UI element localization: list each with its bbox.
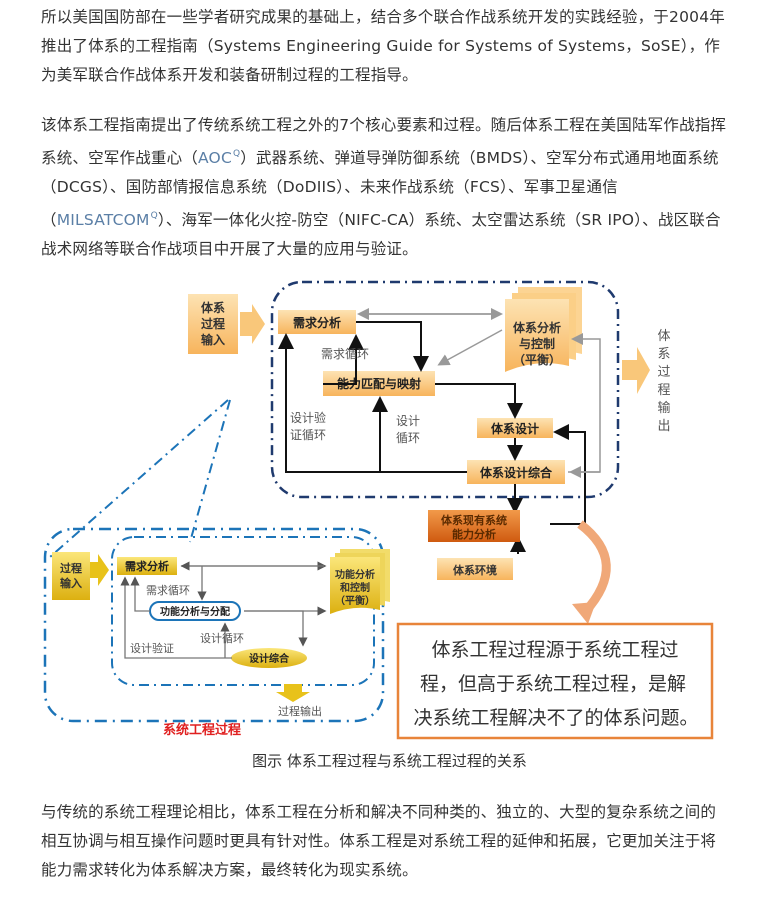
se-input-arrow-icon [90, 554, 109, 586]
link-milsatcom-label[interactable]: MILSATCOM [56, 211, 150, 229]
se-output-arrow-icon [276, 684, 310, 702]
sos-req-loop-label: 需求循环 [321, 347, 369, 361]
sos-se-relationship-figure: 体系 过程 输入 需求分析 能力匹配与映射 体系设计 体系设计综合 体系分析 与… [43, 280, 714, 740]
sos-input-line: 过程 [201, 316, 225, 331]
sos-existing-capability-box: 体系现有系统 能力分析 [428, 510, 520, 542]
se-input-line: 过程 [60, 561, 82, 575]
paragraph-comparison: 与传统的系统工程理论相比，体系工程在分析和解决不同种类的、独立的、大型的复杂系统… [41, 803, 717, 879]
se-title: 系统工程过程 [163, 722, 241, 738]
callout-line: 体系工程过程源于系统工程过 [431, 639, 678, 661]
callout-line: 程，但高于系统工程过程，是解 [420, 673, 686, 695]
search-icon[interactable]: 𝖰 [232, 149, 241, 159]
sos-design-loop-label: 循环 [396, 431, 420, 445]
sos-input-line: 体系 [201, 300, 225, 315]
sos-design-verify-loop-label: 证循环 [290, 428, 326, 442]
link-aoc-label[interactable]: AOC [198, 149, 232, 167]
sos-existing-capability-line: 体系现有系统 [441, 513, 507, 527]
sos-existing-capability-line: 能力分析 [452, 527, 496, 541]
sos-analysis-control-doc: 体系分析 与控制 （平衡） [505, 287, 582, 372]
se-inner-frame [111, 536, 375, 686]
sos-input-line: 输入 [201, 332, 225, 347]
se-analysis-control-line: 功能分析 [335, 568, 375, 581]
se-req-loop-label: 需求循环 [146, 584, 190, 597]
sos-design-verify-loop-label: 设计验 [290, 410, 326, 425]
zoom-connector [189, 399, 231, 543]
se-req-analysis-box: 需求分析 [117, 557, 177, 575]
curved-arrow-head-icon [572, 602, 596, 624]
sos-analysis-control-line: 与控制 [519, 336, 555, 351]
se-function-analysis-label: 功能分析与分配 [160, 605, 230, 618]
se-output-label: 过程输出 [278, 704, 322, 718]
sos-environment-box: 体系环境 [437, 558, 513, 580]
sos-output-label: 体 系 过 程 输 出 [657, 329, 670, 434]
sos-design-synthesis-box: 体系设计综合 [467, 460, 565, 484]
sos-environment-label: 体系环境 [453, 563, 497, 577]
sos-req-analysis-label: 需求分析 [293, 315, 341, 330]
se-analysis-control-line: 和控制 [339, 581, 370, 594]
sos-output-arrow-icon [622, 347, 650, 394]
callout-line: 决系统工程解决不了的体系问题。 [413, 707, 698, 729]
se-design-loop-label: 设计循环 [200, 632, 244, 645]
sos-output-char: 体 [657, 329, 670, 344]
se-req-analysis-label: 需求分析 [125, 559, 169, 573]
paragraph-sose-guide: 所以美国国防部在一些学者研究成果的基础上，结合多个联合作战系统开发的实践经验，于… [41, 8, 725, 84]
paragraph-text: 该体系工程指南提出了传统系统工程之外的7个核心要素和过程。随后体系工程在美国陆军… [41, 116, 727, 167]
sos-design-box: 体系设计 [477, 418, 553, 438]
sos-flow-arrows [278, 308, 601, 554]
link-aoc[interactable]: AOC𝖰 [198, 149, 240, 167]
se-design-verify-label: 设计验证 [130, 641, 174, 655]
se-flow-arrows [120, 561, 327, 659]
figure-caption: 图示 体系工程过程与系统工程过程的关系 [252, 752, 527, 770]
sos-design-synthesis-label: 体系设计综合 [480, 465, 553, 480]
se-analysis-control-line: （平衡） [335, 594, 375, 607]
sos-output-char: 输 [657, 400, 670, 416]
paragraph-core-elements: 该体系工程指南提出了传统系统工程之外的7个核心要素和过程。随后体系工程在美国陆军… [41, 111, 731, 264]
se-function-analysis-box: 功能分析与分配 [149, 601, 241, 621]
sos-req-analysis-box: 需求分析 [278, 310, 356, 334]
link-milsatcom[interactable]: MILSATCOM𝖰 [57, 211, 158, 229]
curved-arrow-icon [577, 520, 611, 616]
paragraph-text: ）、海军一体化火控-防空（NIFC-CA）系统、太空雷达系统（SR IPO）、战… [41, 211, 721, 258]
se-outer-frame [43, 527, 385, 723]
paragraph-text: ）武器系统、弹道导弹防御系统（BMDS）、空军分布式通用地面系统（DCGS）、国… [41, 149, 719, 229]
sos-design-label: 体系设计 [491, 421, 539, 436]
sos-design-loop-label: 设计 [396, 414, 420, 428]
sos-capability-mapping-label: 能力匹配与映射 [337, 376, 421, 391]
se-input-line: 输入 [60, 576, 82, 590]
sos-output-char: 过 [657, 365, 670, 380]
callout-box: 体系工程过程源于系统工程过 程，但高于系统工程过程，是解 决系统工程解决不了的体… [396, 622, 714, 740]
zoom-connector [49, 399, 229, 558]
sos-output-char: 程 [657, 383, 670, 398]
se-analysis-control-doc: 功能分析 和控制 （平衡） [330, 549, 390, 614]
sos-analysis-control-line: 体系分析 [513, 320, 561, 335]
sos-input-block: 体系 过程 输入 [188, 294, 265, 354]
sos-capability-mapping-box: 能力匹配与映射 [323, 371, 435, 396]
sos-output-char: 系 [657, 347, 670, 362]
sos-output-char: 出 [657, 419, 670, 434]
se-input-block: 过程 输入 [52, 552, 109, 600]
sos-input-arrow-icon [240, 304, 265, 344]
sos-analysis-control-line: （平衡） [513, 352, 561, 367]
search-icon[interactable]: 𝖰 [150, 211, 158, 221]
se-design-synthesis-label: 设计综合 [249, 652, 290, 665]
se-design-synthesis-box: 设计综合 [231, 648, 307, 668]
